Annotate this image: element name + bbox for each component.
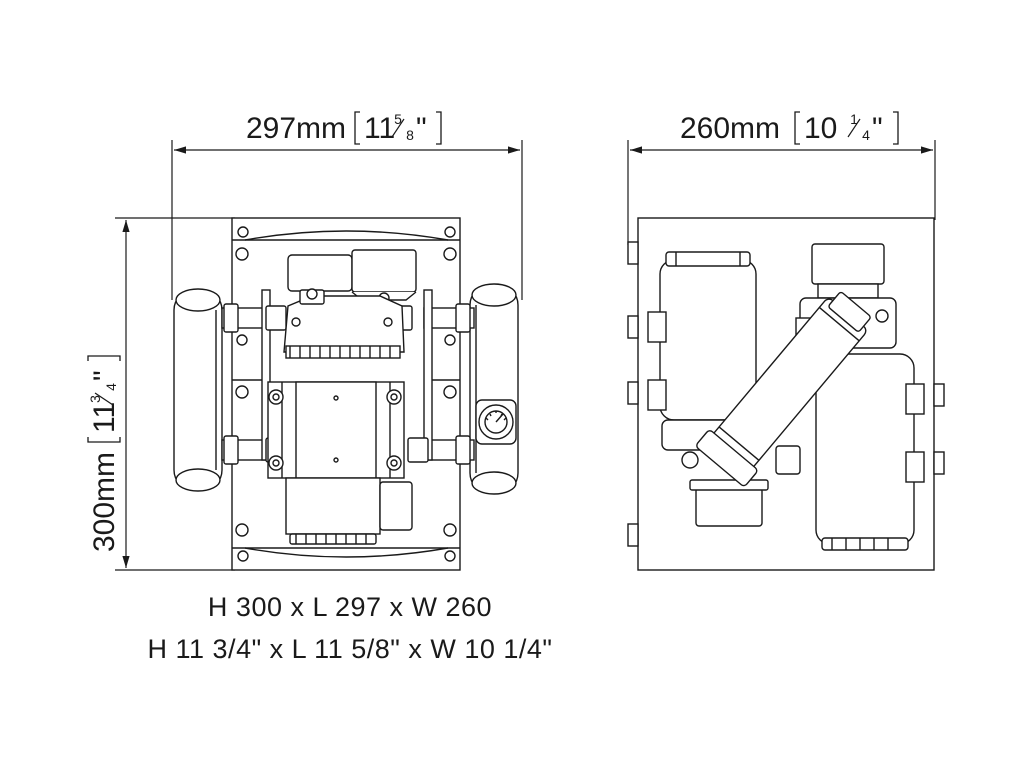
side-depth-label: 260mm 10 1 4 "	[680, 111, 899, 145]
svg-text:11: 11	[364, 112, 395, 145]
pump-body	[267, 381, 405, 479]
front-height-dimension	[115, 217, 235, 571]
svg-text:5: 5	[394, 111, 402, 127]
side-left-motor	[647, 251, 757, 451]
side-lower-filter	[689, 479, 769, 527]
svg-text:260mm: 260mm	[680, 112, 780, 145]
lower-motor	[285, 477, 413, 545]
svg-text:300mm: 300mm	[88, 452, 121, 552]
svg-text:": "	[872, 112, 883, 145]
side-diagonal-pump	[696, 291, 871, 487]
right-filter-canister	[469, 283, 519, 495]
front-width-label: 297mm 11 5 8 "	[246, 111, 442, 145]
dimension-caption-metric: H 300 x L 297 x W 260	[207, 592, 493, 622]
svg-text:": "	[416, 112, 427, 145]
svg-text:10: 10	[804, 112, 837, 145]
valve-head	[283, 288, 405, 359]
svg-text:1: 1	[850, 111, 858, 127]
svg-text:8: 8	[406, 127, 414, 143]
dimension-caption-imperial: H 11 3/4" x L 11 5/8" x W 10 1/4"	[147, 634, 553, 664]
svg-text:297mm: 297mm	[246, 112, 346, 145]
svg-text:11: 11	[88, 402, 121, 433]
side-view-assembly	[627, 217, 945, 571]
svg-text:": "	[88, 370, 121, 381]
front-view-assembly	[173, 217, 519, 571]
svg-text:4: 4	[862, 127, 870, 143]
side-depth-dimension	[627, 140, 936, 245]
front-height-label: 300mm 11 3 4 "	[87, 355, 121, 552]
svg-text:4: 4	[103, 383, 119, 391]
front-width-dimension	[171, 140, 523, 300]
left-filter-canister	[173, 288, 223, 492]
svg-text:3: 3	[87, 395, 103, 403]
vacuum-gauge-icon	[475, 399, 517, 445]
